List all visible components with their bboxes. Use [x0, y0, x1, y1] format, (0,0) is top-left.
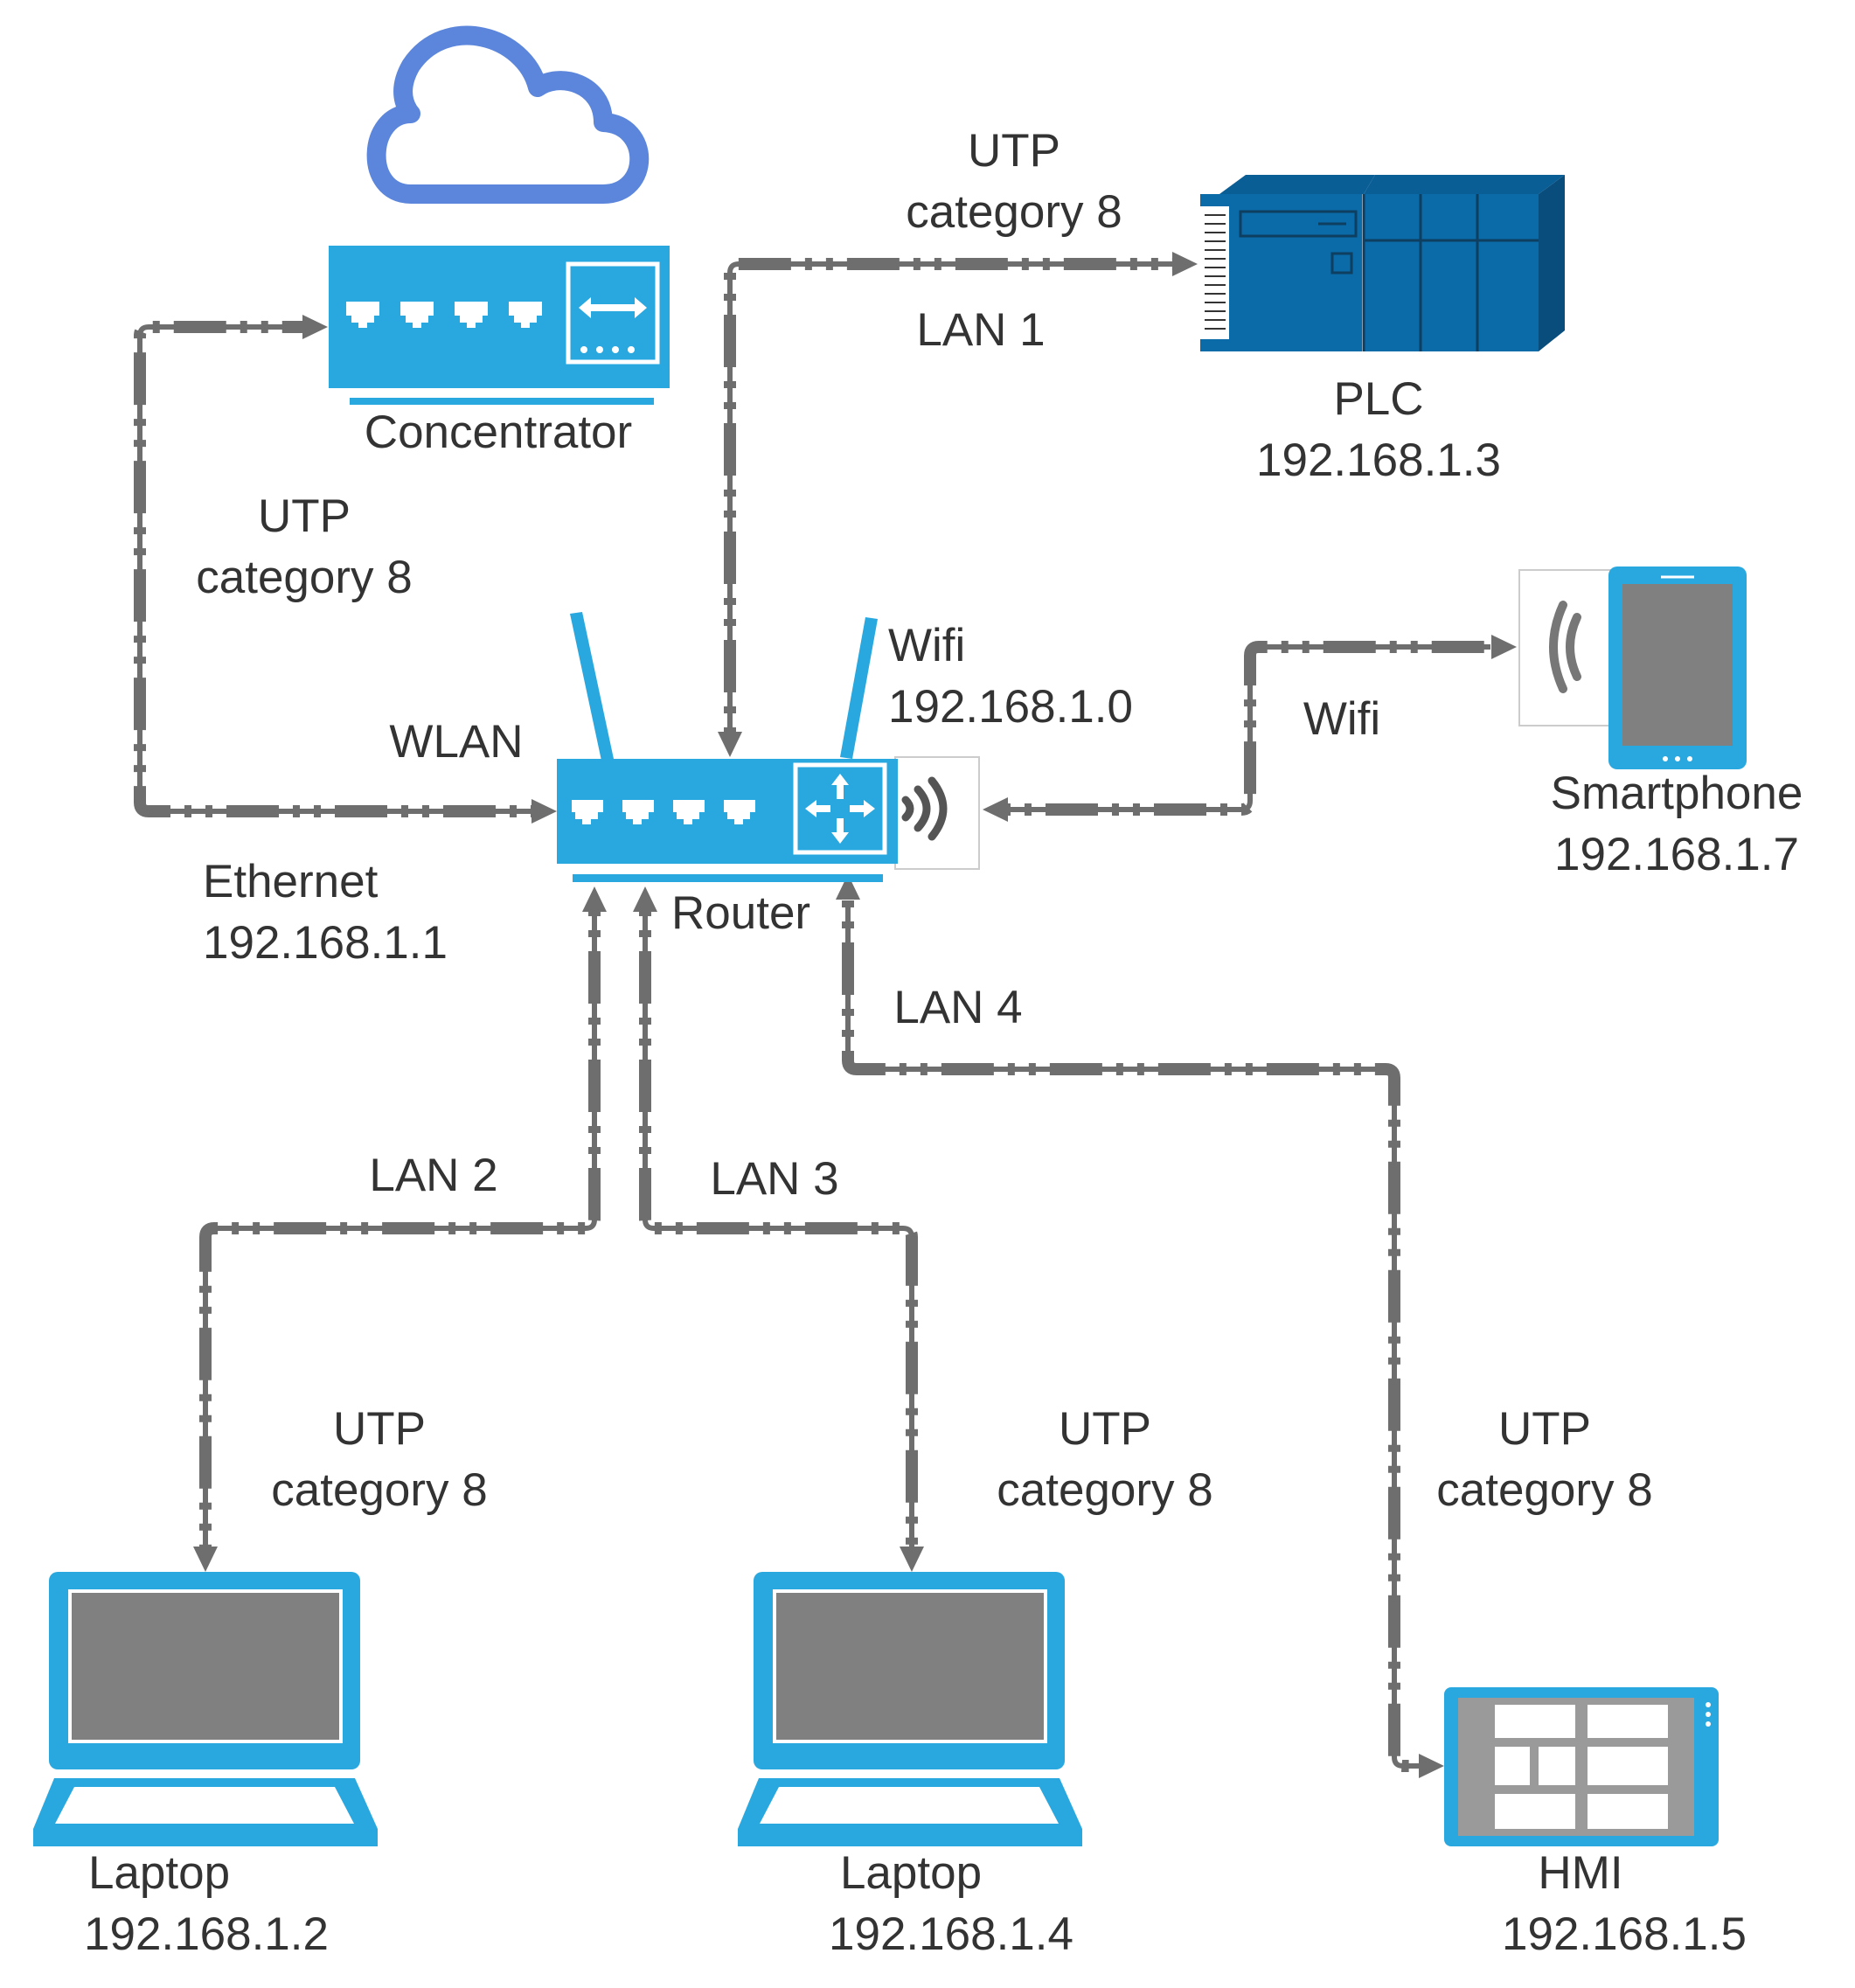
wifi-interface-label: Wifi [888, 620, 965, 671]
concentrator-node[interactable]: Concentrator [329, 246, 670, 458]
switch-icon [329, 246, 670, 405]
edge-label-lan2: LAN 2 [369, 1150, 497, 1201]
arrowhead [1491, 635, 1517, 659]
arrowhead [582, 886, 607, 912]
edge-label-category: category 8 [1436, 1464, 1652, 1516]
connector-router-plc [718, 252, 1198, 757]
smartphone-icon [1518, 567, 1747, 769]
connector-smartphone-router [983, 635, 1517, 822]
wifi-interface-ip: 192.168.1.0 [888, 681, 1133, 733]
arrowhead [900, 1547, 924, 1572]
plc-node[interactable]: PLC 192.168.1.3 [1200, 175, 1565, 486]
edge-label-utp: UTP [1059, 1403, 1151, 1455]
wireless-router-icon [557, 612, 980, 882]
connector-router-concentrator [134, 315, 557, 824]
arrowhead [836, 874, 860, 900]
hmi-label: HMI [1538, 1847, 1622, 1899]
edge-label-wlan: WLAN [389, 716, 523, 768]
laptop-a-node[interactable]: Laptop 192.168.1.2 [33, 1572, 378, 1960]
plc-ip: 192.168.1.3 [1256, 434, 1501, 486]
arrowhead [302, 315, 328, 339]
edge-label-utp: UTP [968, 125, 1060, 177]
connector-router-laptop-a [193, 886, 607, 1572]
hmi-node[interactable]: HMI 192.168.1.5 [1444, 1687, 1747, 1960]
laptop-b-ip: 192.168.1.4 [829, 1908, 1073, 1960]
edge-label-wifi: Wifi [1303, 693, 1380, 745]
connectors [134, 252, 1517, 1778]
arrowhead [193, 1547, 218, 1572]
edge-label-category: category 8 [271, 1464, 487, 1516]
edge-label-lan4: LAN 4 [893, 982, 1022, 1033]
smartphone-node[interactable]: Smartphone 192.168.1.7 [1518, 567, 1803, 880]
edge-label-category: category 8 [906, 186, 1122, 238]
ethernet-ip: 192.168.1.1 [203, 917, 448, 969]
plc-icon [1200, 175, 1565, 351]
connector-router-hmi [836, 874, 1444, 1778]
concentrator-label: Concentrator [365, 407, 632, 458]
cloud-icon [366, 25, 650, 204]
arrowhead [1172, 252, 1198, 276]
edge-label-category: category 8 [997, 1464, 1212, 1516]
edge-label-lan1: LAN 1 [916, 304, 1045, 356]
plc-label: PLC [1333, 373, 1423, 425]
ethernet-label: Ethernet [203, 856, 379, 907]
arrowhead [1419, 1754, 1444, 1778]
laptop-b-label: Laptop [840, 1847, 982, 1899]
arrowhead [983, 797, 1008, 822]
smartphone-ip: 192.168.1.7 [1554, 829, 1799, 880]
edge-label-utp: UTP [333, 1403, 426, 1455]
edge-label-utp: UTP [1498, 1403, 1591, 1455]
edge-label-lan3: LAN 3 [710, 1153, 838, 1205]
laptop-b-node[interactable]: Laptop 192.168.1.4 [738, 1572, 1082, 1960]
edge-label-utp: UTP [258, 490, 351, 542]
arrowhead [531, 799, 557, 824]
smartphone-label: Smartphone [1551, 768, 1803, 819]
laptop-icon [33, 1572, 378, 1846]
connector-router-laptop-b [633, 886, 924, 1572]
hmi-ip: 192.168.1.5 [1502, 1908, 1747, 1960]
arrowhead [718, 732, 742, 757]
laptop-a-label: Laptop [88, 1847, 230, 1899]
edge-labels: UTP category 8 LAN 1 UTP category 8 WLAN… [196, 125, 1652, 1516]
hmi-panel-icon [1444, 1687, 1719, 1846]
arrowhead [633, 886, 657, 912]
laptop-icon [738, 1572, 1082, 1846]
edge-label-category: category 8 [196, 552, 412, 603]
laptop-a-ip: 192.168.1.2 [84, 1908, 329, 1960]
router-node[interactable]: Router [557, 612, 980, 939]
router-label: Router [671, 887, 810, 939]
